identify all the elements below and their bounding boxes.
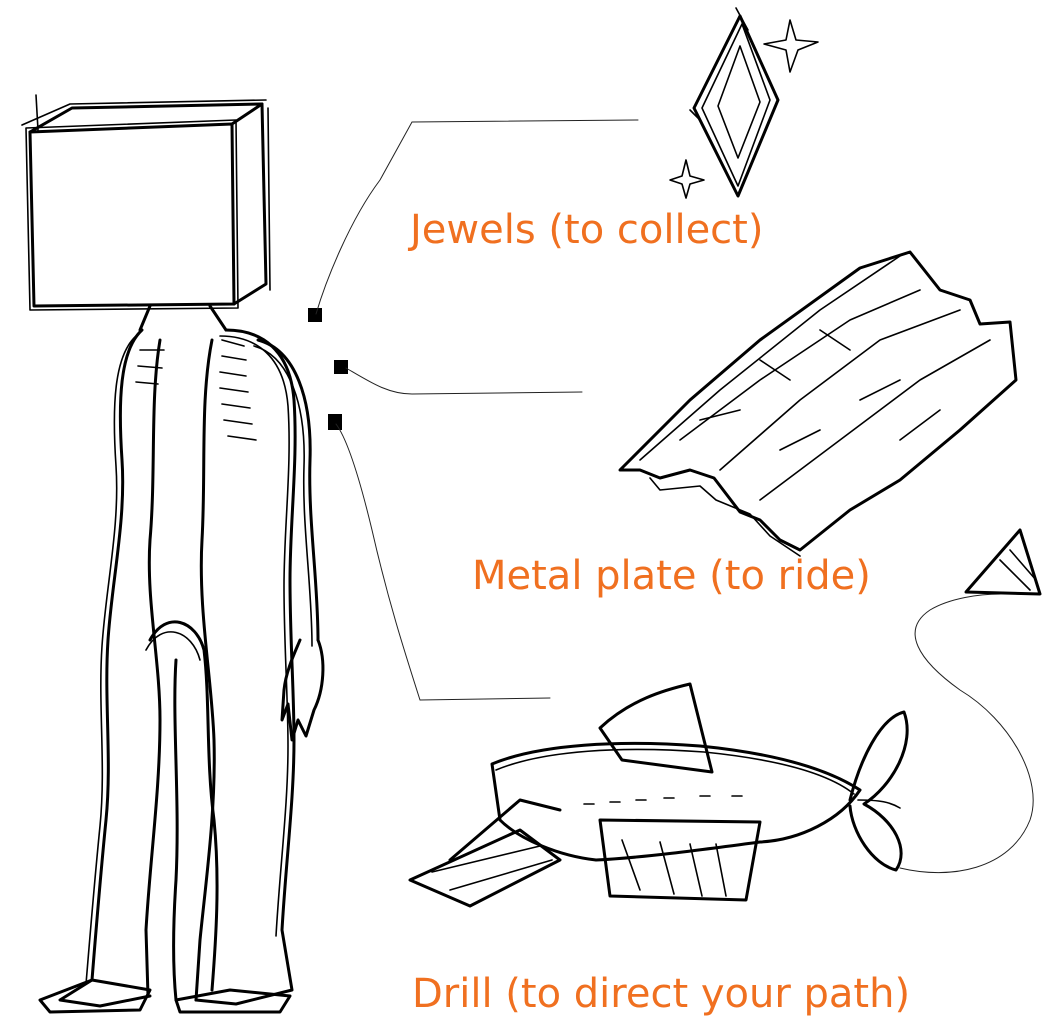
box-head [22, 95, 270, 310]
arm [254, 340, 323, 740]
plate-button [334, 360, 348, 374]
jewel-sketch [670, 8, 818, 198]
jewel-button [308, 308, 322, 322]
metal-plate-label: Metal plate (to ride) [472, 556, 871, 596]
plate-callout-line [346, 368, 582, 394]
drill-button [328, 414, 342, 430]
drill-label: Drill (to direct your path) [412, 974, 910, 1014]
legs [40, 622, 290, 1012]
metal-plate-sketch [620, 252, 1016, 556]
box-head-character [22, 95, 323, 1012]
sparkle-icon [670, 160, 704, 198]
drill-cable [900, 594, 1033, 873]
button-markers [308, 308, 348, 430]
jewels-label: Jewels (to collect) [410, 210, 763, 250]
body [60, 330, 295, 1006]
sparkle-icon [764, 20, 818, 72]
